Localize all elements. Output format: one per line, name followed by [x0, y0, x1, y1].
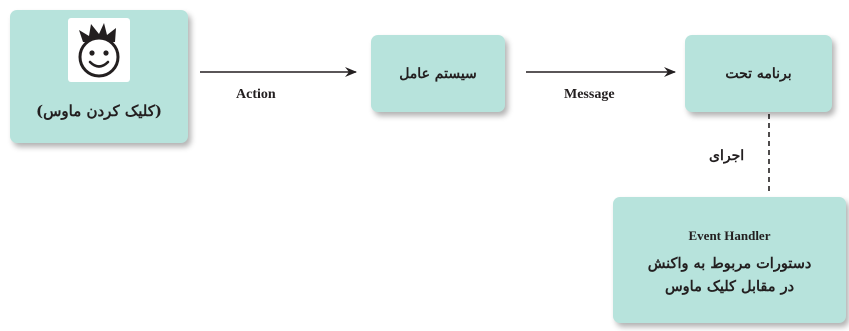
smiley-face-icon: [68, 18, 130, 82]
event-handler-node: Event Handler دستورات مربوط به واکنش در …: [613, 197, 846, 323]
application-label: برنامه تحت: [725, 65, 792, 82]
user-click-node: (کلیک کردن ماوس): [10, 10, 188, 143]
operating-system-label: سیستم عامل: [399, 65, 477, 82]
event-handler-line-1: دستورات مربوط به واکنش: [647, 255, 812, 272]
event-handler-title: Event Handler: [688, 228, 771, 243]
operating-system-node: سیستم عامل: [371, 35, 505, 112]
action-edge-label: Action: [236, 87, 276, 102]
message-edge-label: Message: [564, 87, 615, 102]
run-edge-label: اجرای: [709, 148, 745, 164]
user-click-label: (کلیک کردن ماوس): [36, 102, 162, 120]
application-node: برنامه تحت: [685, 35, 832, 112]
event-handler-line-2: در مقابل کلیک ماوس: [664, 278, 795, 295]
